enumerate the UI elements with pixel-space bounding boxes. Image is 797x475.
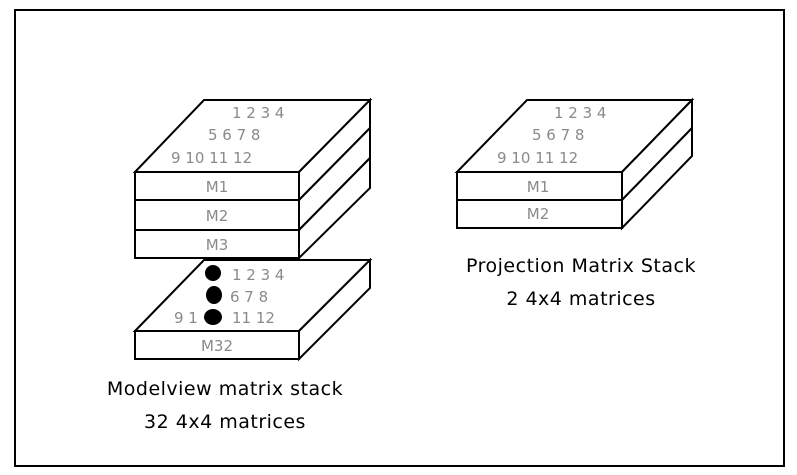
projection-row-2: 5 6 7 8	[532, 126, 584, 144]
modelview-bottom-row-3b: 11 12	[232, 309, 275, 327]
projection-caption-line2: 2 4x4 matrices	[506, 288, 655, 310]
modelview-layer-m1	[134, 171, 300, 201]
modelview-layer-m3	[134, 229, 300, 259]
projection-label-m2: M2	[527, 205, 550, 223]
ink-blot	[205, 265, 221, 281]
modelview-layer-m32	[134, 330, 300, 360]
modelview-row-1: 1 2 3 4	[232, 104, 284, 122]
ink-blot	[204, 309, 222, 325]
projection-label-m1: M1	[527, 178, 550, 196]
projection-layer-m2	[456, 199, 623, 229]
modelview-bottom-block: 1 2 3 4 6 7 8 9 1 11 12 M32	[132, 257, 373, 362]
modelview-row-2: 5 6 7 8	[208, 126, 260, 144]
modelview-label-m3: M3	[206, 236, 229, 254]
ink-blot	[206, 286, 222, 304]
modelview-label-m1: M1	[206, 178, 229, 196]
projection-row-3: 9 10 11 12	[497, 149, 578, 167]
projection-caption-line1: Projection Matrix Stack	[466, 255, 696, 277]
modelview-caption-line2: 32 4x4 matrices	[144, 411, 306, 433]
projection-row-1: 1 2 3 4	[554, 104, 606, 122]
modelview-bottom-row-1: 1 2 3 4	[232, 266, 284, 284]
modelview-caption-line1: Modelview matrix stack	[107, 378, 343, 400]
modelview-row-3: 9 10 11 12	[171, 149, 252, 167]
projection-stack: 1 2 3 4 5 6 7 8 9 10 11 12 M1 M2	[454, 97, 695, 231]
modelview-label-m32: M32	[201, 337, 233, 355]
modelview-bottom-row-2: 6 7 8	[230, 288, 268, 306]
modelview-bottom-row-3a: 9 1	[174, 309, 198, 327]
modelview-stack: 1 2 3 4 5 6 7 8 9 10 11 12 M1 M2 M3	[132, 97, 373, 261]
modelview-label-m2: M2	[206, 207, 229, 225]
